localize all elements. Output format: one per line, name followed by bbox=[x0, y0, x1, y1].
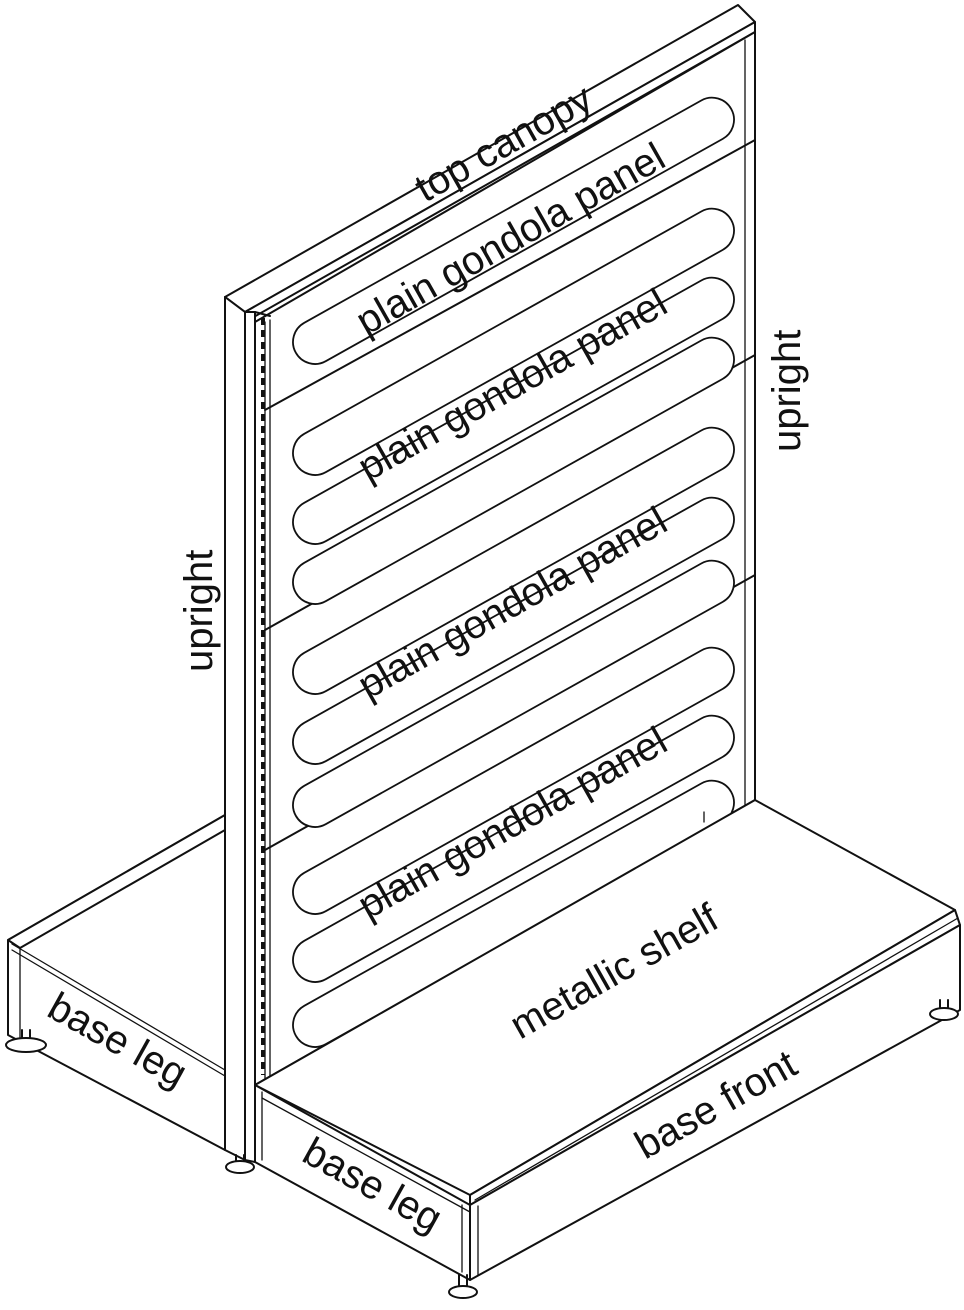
panel-slot bbox=[292, 714, 735, 983]
panel-slot bbox=[292, 336, 735, 605]
panel-slot bbox=[292, 646, 735, 915]
panel-slot bbox=[292, 96, 735, 365]
panel-slot bbox=[292, 426, 735, 695]
panel-slots bbox=[292, 96, 735, 1048]
left-upright-side bbox=[244, 311, 256, 1163]
left-base-front-face bbox=[7, 814, 226, 1151]
left-upright bbox=[224, 296, 271, 1163]
right-base bbox=[254, 799, 961, 1281]
left-base-foot bbox=[5, 1029, 47, 1053]
panel-slot bbox=[292, 276, 735, 545]
panel-slot bbox=[292, 496, 735, 765]
panel-slot bbox=[292, 779, 735, 1048]
base-leg-side-face bbox=[254, 1084, 471, 1281]
right-base-foot-center bbox=[448, 1274, 478, 1299]
panel-slot bbox=[292, 559, 735, 828]
upright-right-label: upright bbox=[765, 330, 809, 452]
left-upright-foot bbox=[225, 1154, 255, 1174]
panel-slot bbox=[292, 207, 735, 476]
left-base bbox=[7, 814, 226, 1151]
right-base-foot-right bbox=[929, 999, 959, 1021]
upright-left-label: upright bbox=[177, 550, 221, 672]
left-upright-front bbox=[224, 296, 246, 1161]
